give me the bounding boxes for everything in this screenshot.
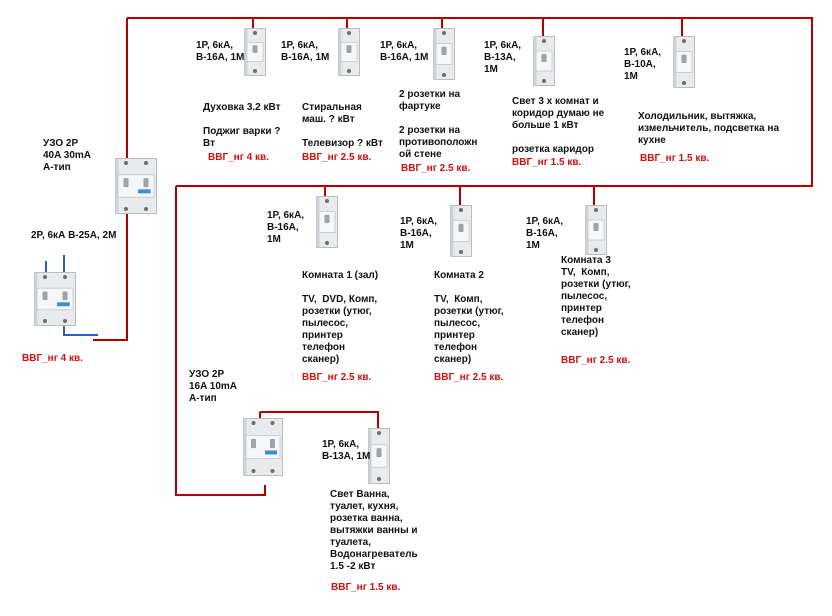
row1-3-label: 1P, 6кА, B-16A, 1M <box>380 40 429 63</box>
breaker-illustration <box>368 428 390 484</box>
row1-3-cable: ВВГ_нг 2.5 кв. <box>401 163 471 174</box>
row1-1-cable: ВВГ_нг 4 кв. <box>208 152 269 163</box>
row2-2-cable: ВВГ_нг 2.5 кв. <box>434 372 504 383</box>
breaker-illustration <box>115 158 157 214</box>
bath-breaker-device <box>368 428 390 484</box>
row2-1-desc: Комната 1 (зал) TV, DVD, Комп, розетки (… <box>302 270 379 365</box>
breaker-illustration <box>316 196 338 248</box>
spine-wire <box>93 18 128 341</box>
row1-1-label: 1P, 6кА, B-16A, 1M <box>196 40 245 63</box>
rcd-main-device <box>115 158 157 214</box>
bath-breaker-desc: Свет Ванна, туалет, кухня, розетка ванна… <box>330 489 418 572</box>
row1-2-cable: ВВГ_нг 2.5 кв. <box>302 152 372 163</box>
row1-4-label: 1P, 6кА, B-13A, 1M <box>484 40 522 75</box>
breaker-illustration <box>433 28 455 80</box>
breaker-illustration <box>243 418 283 476</box>
row1-1-desc: Духовка 3.2 кВт Поджиг варки ? Вт <box>203 102 281 149</box>
row1-5-cable: ВВГ_нг 1.5 кв. <box>640 153 710 164</box>
row1-breaker-3 <box>433 28 455 80</box>
row1-2-label: 1P, 6кА, B-16A, 1M <box>281 40 330 63</box>
main-breaker-label: 2P, 6кА B-25А, 2М <box>31 230 117 241</box>
row1-breaker-1 <box>244 28 266 76</box>
row2-breaker-1 <box>316 196 338 248</box>
breaker-illustration <box>533 36 555 86</box>
row2-3-desc: Комната 3 TV, Комп, розетки (утюг, пылес… <box>561 255 631 338</box>
breaker-illustration <box>673 36 695 88</box>
rcd-bath-label: УЗО 2P 16A 10mA A-тип <box>189 369 237 404</box>
phase-wires <box>93 17 813 496</box>
breaker-illustration <box>450 205 472 257</box>
row1-breaker-5 <box>673 36 695 88</box>
bath-bus-wire <box>260 411 379 428</box>
breaker-illustration <box>244 28 266 76</box>
row1-3-desc: 2 розетки на фартуке 2 розетки на против… <box>399 89 478 160</box>
row2-2-desc: Комната 2 TV, Комп, розетки (утюг, пылес… <box>434 270 504 365</box>
rcd-bath-device <box>243 418 283 476</box>
row1-breaker-2 <box>338 28 360 76</box>
row2-1-label: 1P, 6кА, B-16A, 1M <box>267 210 305 245</box>
row1-breaker-4 <box>533 36 555 86</box>
main-breaker-cable: ВВГ_нг 4 кв. <box>22 353 83 364</box>
row2-1-cable: ВВГ_нг 2.5 кв. <box>302 372 372 383</box>
breaker-illustration <box>338 28 360 76</box>
breaker-illustration <box>585 205 607 255</box>
row2-3-cable: ВВГ_нг 2.5 кв. <box>561 355 631 366</box>
main-breaker-device <box>34 272 76 326</box>
row1-5-label: 1P, 6кА, B-10A, 1M <box>624 47 662 82</box>
row1-4-desc: Свет 3 х комнат и коридор думаю не больш… <box>512 96 605 155</box>
row1-4-cable: ВВГ_нг 1.5 кв. <box>512 157 582 168</box>
row2-2-label: 1P, 6кА, B-16A, 1M <box>400 216 438 251</box>
bath-feed-wire <box>175 186 266 496</box>
row2-3-label: 1P, 6кА, B-16A, 1M <box>526 216 564 251</box>
rcd-main-label: УЗО 2P 40A 30mA A-тип <box>43 138 91 173</box>
bath-breaker-cable: ВВГ_нг 1.5 кв. <box>331 582 401 593</box>
row1-2-desc: Стиральная маш. ? кВт Телевизор ? кВт <box>302 102 383 149</box>
row1-5-desc: Холодильник, вытяжка, измельчитель, подс… <box>638 111 780 146</box>
row2-breaker-3 <box>585 205 607 255</box>
row2-breaker-2 <box>450 205 472 257</box>
bath-breaker-label: 1P, 6кА, B-13A, 1M <box>322 439 371 462</box>
breaker-illustration <box>34 272 76 326</box>
